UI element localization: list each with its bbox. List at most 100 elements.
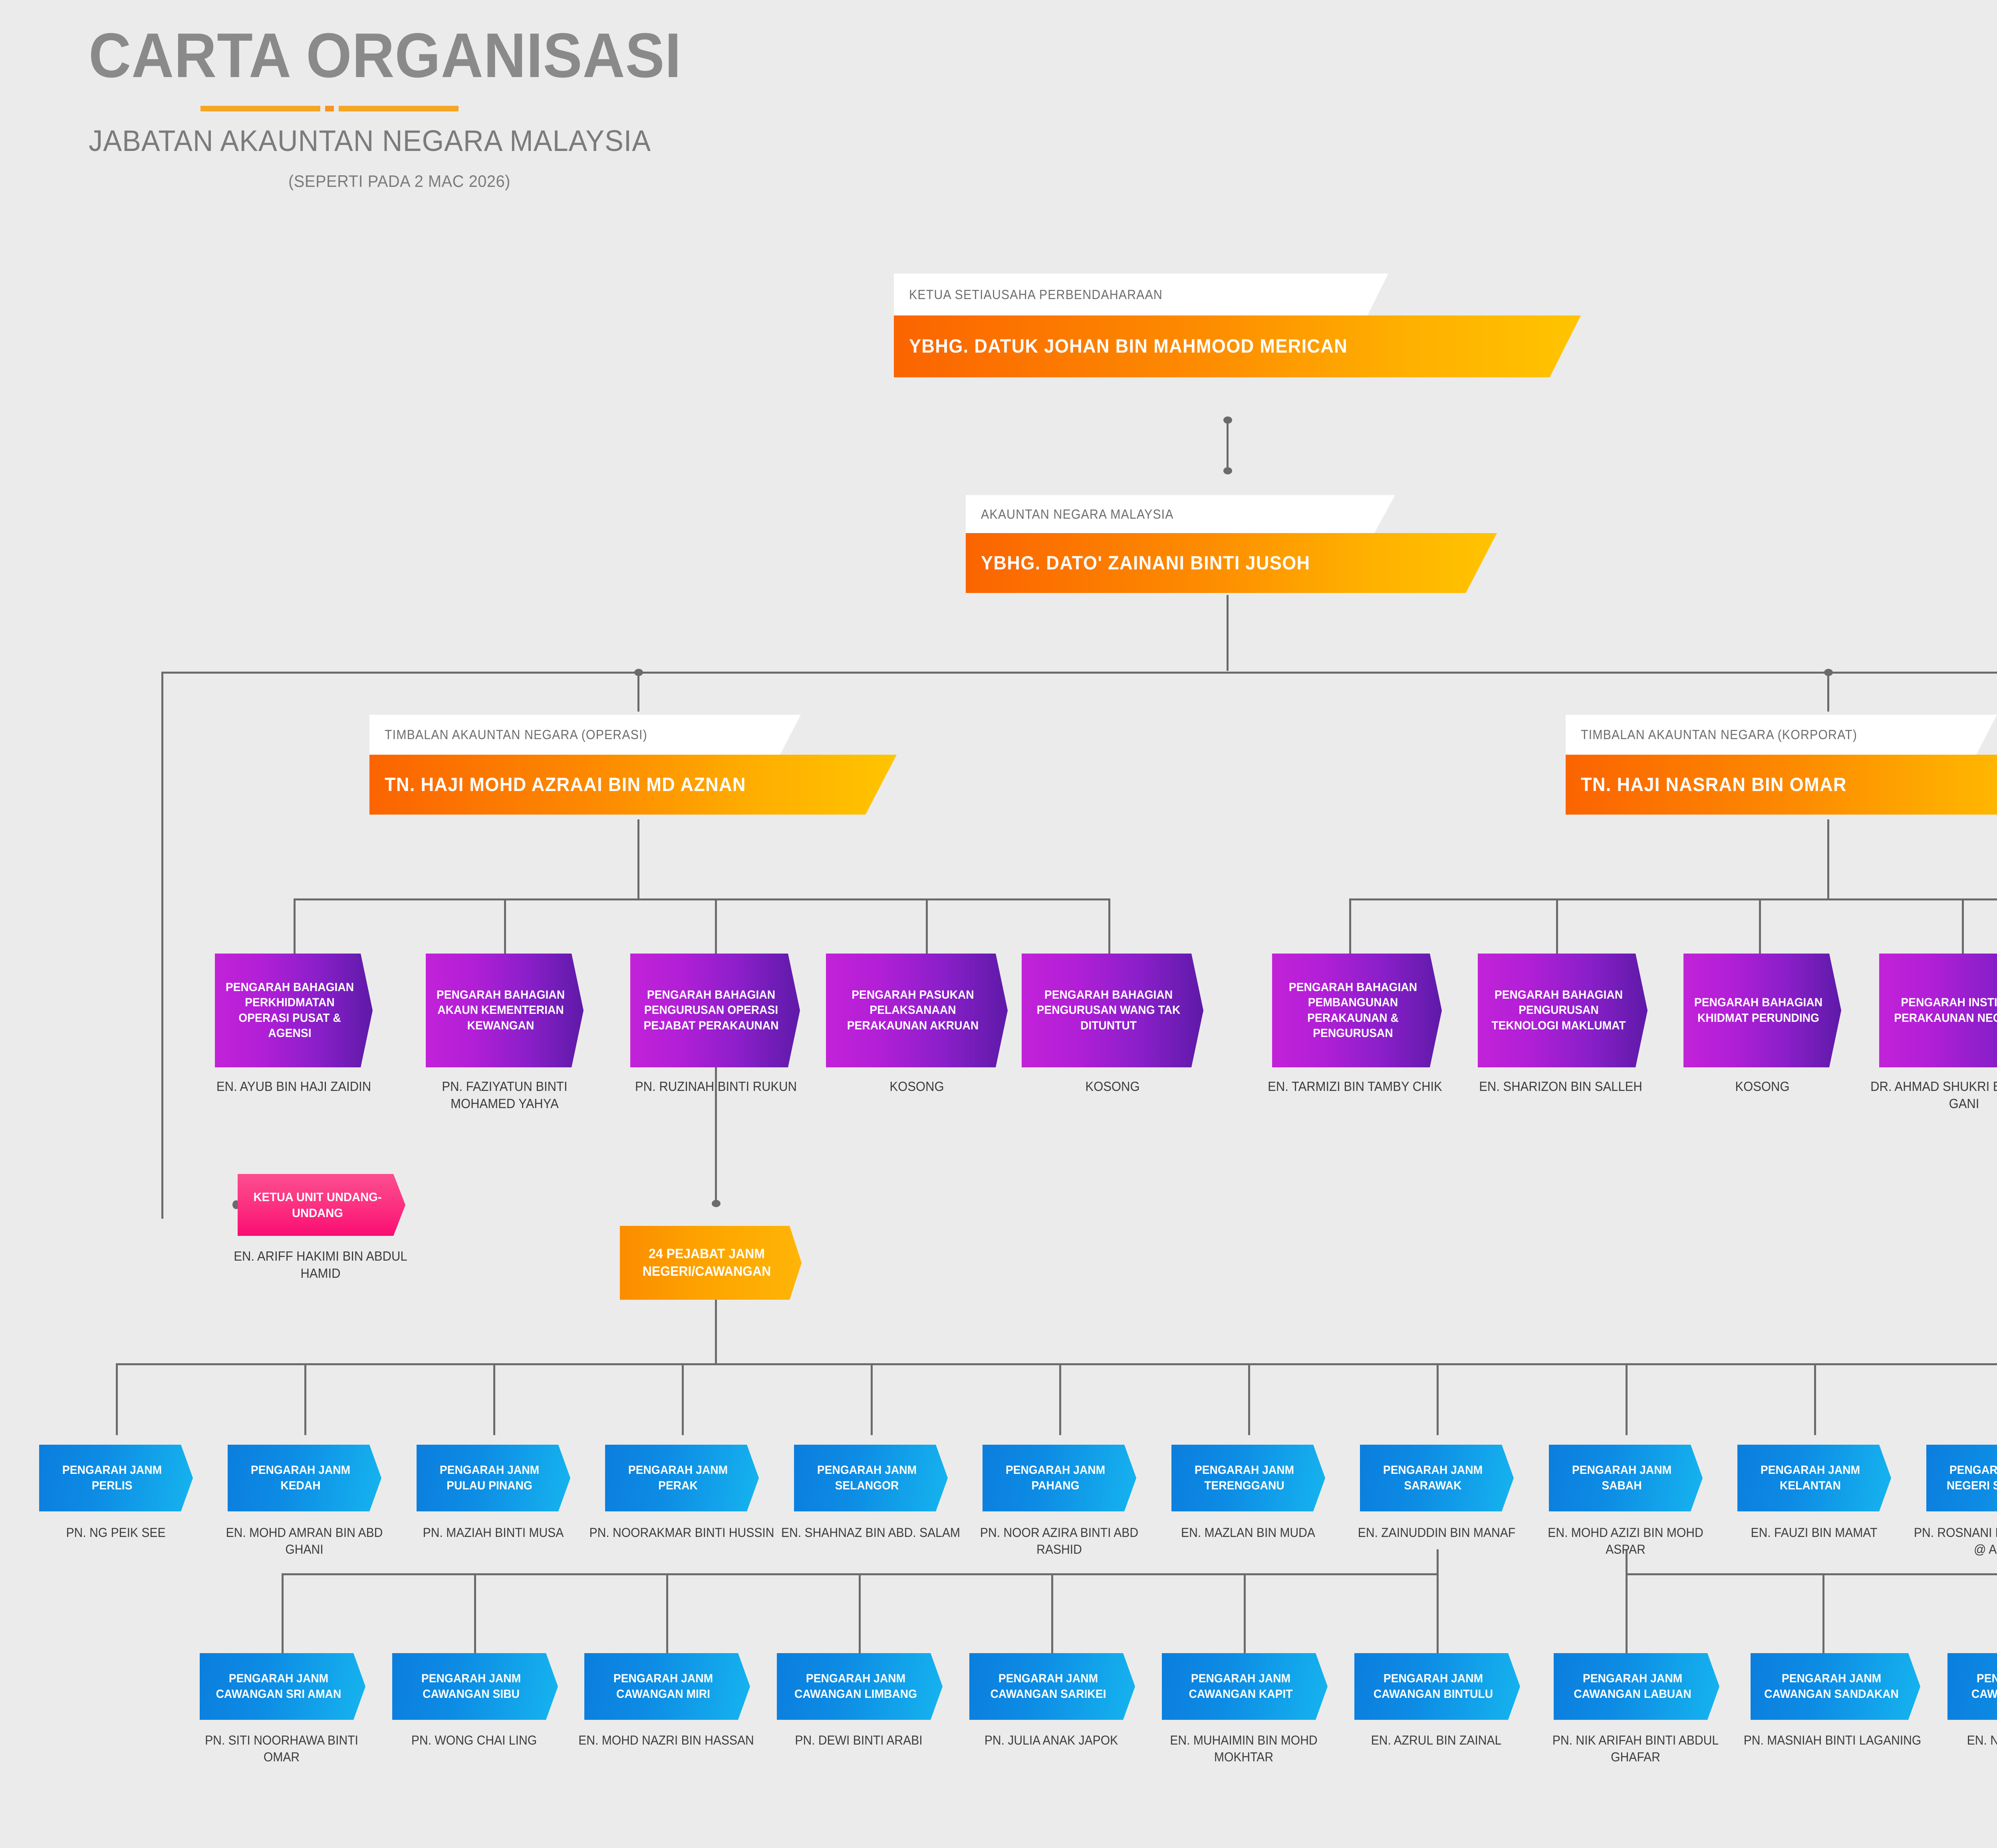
- unit-undang-undang[interactable]: KETUA UNIT UNDANG-UNDANG: [238, 1174, 405, 1236]
- branch-office-limbang-holder: PN. DEWI BINTI ARABI: [795, 1733, 923, 1747]
- connector-line: [1248, 1363, 1250, 1435]
- title-rule-divider: [200, 106, 459, 111]
- connector-line: [1759, 898, 1761, 954]
- branch-office-sarikei-holder: PN. JULIA ANAK JAPOK: [984, 1733, 1118, 1747]
- connector-dot: [634, 669, 643, 676]
- connector-dot: [1223, 467, 1232, 474]
- exec-card-tan-operasi[interactable]: TIMBALAN AKAUNTAN NEGARA (OPERASI) TN. H…: [369, 715, 897, 815]
- state-office-pahang-holder: PN. NOOR AZIRA BINTI ABD RASHID: [980, 1525, 1139, 1557]
- division-korporat-4[interactable]: PENGARAH INSTITUT PERAKAUNAN NEGARA: [1879, 954, 1997, 1067]
- office-title: PENGARAH JANM SARAWAK: [1383, 1463, 1483, 1492]
- connector-line: [1626, 1573, 1628, 1653]
- exec-position-label: KETUA SETIAUSAHA PERBENDAHARAAN: [909, 287, 1163, 302]
- exec-position-tab: TIMBALAN AKAUNTAN NEGARA (KORPORAT): [1566, 715, 1997, 755]
- exec-name-band: TN. HAJI NASRAN BIN OMAR: [1566, 755, 1997, 815]
- division-operasi-2[interactable]: PENGARAH BAHAGIAN AKAUN KEMENTERIAN KEWA…: [426, 954, 584, 1067]
- exec-card-tan-korporat[interactable]: TIMBALAN AKAUNTAN NEGARA (KORPORAT) TN. …: [1566, 715, 1997, 815]
- offices-node-title: 24 PEJABAT JANM NEGERI/CAWANGAN: [642, 1246, 771, 1279]
- office-title: PENGARAH JANM PERAK: [628, 1463, 728, 1492]
- exec-card-anm[interactable]: AKAUNTAN NEGARA MALAYSIA YBHG. DATO' ZAI…: [966, 495, 1497, 593]
- connector-line: [871, 1363, 873, 1435]
- state-office-sarawak-holder: EN. ZAINUDDIN BIN MANAF: [1358, 1525, 1516, 1540]
- connector-line: [1227, 595, 1229, 671]
- office-title: PENGARAH JANM NEGERI SEMBILAN: [1946, 1463, 1997, 1492]
- branch-office-sarikei[interactable]: PENGARAH JANM CAWANGAN SARIKEI: [969, 1653, 1135, 1720]
- division-operasi-5[interactable]: PENGARAH BAHAGIAN PENGURUSAN WANG TAK DI…: [1022, 954, 1203, 1067]
- rule-segment-left: [200, 106, 320, 111]
- division-korporat-3[interactable]: PENGARAH BAHAGIAN KHIDMAT PERUNDING: [1683, 954, 1841, 1067]
- division-operasi-3[interactable]: PENGARAH BAHAGIAN PENGURUSAN OPERASI PEJ…: [630, 954, 800, 1067]
- state-office-selangor[interactable]: PENGARAH JANM SELANGOR: [794, 1445, 948, 1511]
- exec-position-tab: TIMBALAN AKAUNTAN NEGARA (OPERASI): [369, 715, 801, 755]
- division-operasi-2-holder: PN. FAZIYATUN BINTI MOHAMED YAHYA: [442, 1079, 568, 1111]
- connector-line: [682, 1363, 684, 1435]
- branch-office-labuan[interactable]: PENGARAH JANM CAWANGAN LABUAN: [1554, 1653, 1719, 1720]
- office-title: PENGARAH JANM CAWANGAN SIBU: [421, 1672, 521, 1701]
- unit-undang-undang-holder: EN. ARIFF HAKIMI BIN ABDUL HAMID: [234, 1249, 407, 1281]
- branch-office-sandakan-holder: PN. MASNIAH BINTI LAGANING: [1743, 1733, 1922, 1747]
- connector-line: [1108, 898, 1110, 954]
- state-office-sabah[interactable]: PENGARAH JANM SABAH: [1549, 1445, 1703, 1511]
- division-operasi-5-holder: KOSONG: [1085, 1079, 1140, 1094]
- state-office-pahang[interactable]: PENGARAH JANM PAHANG: [983, 1445, 1136, 1511]
- connector-line: [282, 1573, 284, 1653]
- branch-office-kapit[interactable]: PENGARAH JANM CAWANGAN KAPIT: [1162, 1653, 1328, 1720]
- division-operasi-4[interactable]: PENGARAH PASUKAN PELAKSANAAN PERAKAUNAN …: [826, 954, 1008, 1067]
- division-title: PENGARAH PASUKAN PELAKSANAAN PERAKAUNAN …: [847, 988, 979, 1032]
- branch-office-sri-aman[interactable]: PENGARAH JANM CAWANGAN SRI AMAN: [200, 1653, 365, 1720]
- division-title: PENGARAH BAHAGIAN PENGURUSAN WANG TAK DI…: [1036, 988, 1181, 1032]
- connector-line: [715, 1295, 717, 1365]
- exec-card-ksp[interactable]: KETUA SETIAUSAHA PERBENDAHARAAN YBHG. DA…: [894, 274, 1581, 377]
- office-title: PENGARAH JANM CAWANGAN KAPIT: [1189, 1672, 1293, 1701]
- branch-office-sandakan[interactable]: PENGARAH JANM CAWANGAN SANDAKAN: [1751, 1653, 1920, 1720]
- state-office-kedah[interactable]: PENGARAH JANM KEDAH: [228, 1445, 381, 1511]
- connector-line: [1437, 1573, 1439, 1653]
- branch-office-bintulu[interactable]: PENGARAH JANM CAWANGAN BINTULU: [1354, 1653, 1520, 1720]
- connector-line: [859, 1573, 861, 1653]
- state-office-perlis[interactable]: PENGARAH JANM PERLIS: [39, 1445, 193, 1511]
- division-korporat-1[interactable]: PENGARAH BAHAGIAN PEMBANGUNAN PERAKAUNAN…: [1272, 954, 1442, 1067]
- connector-dot: [712, 1200, 721, 1207]
- exec-name-label: TN. HAJI NASRAN BIN OMAR: [1581, 774, 1847, 795]
- division-title: PENGARAH INSTITUT PERAKAUNAN NEGARA: [1894, 996, 1997, 1025]
- state-office-sarawak[interactable]: PENGARAH JANM SARAWAK: [1360, 1445, 1514, 1511]
- connector-line: [1244, 1573, 1246, 1653]
- office-title: PENGARAH JANM KEDAH: [250, 1463, 351, 1492]
- connector-line: [715, 1067, 717, 1203]
- branch-office-tawau[interactable]: PENGARAH JANM CAWANGAN TAWAU: [1947, 1653, 1997, 1720]
- connector-line: [161, 672, 1997, 674]
- branch-office-miri[interactable]: PENGARAH JANM CAWANGAN MIRI: [584, 1653, 750, 1720]
- division-operasi-1[interactable]: PENGARAH BAHAGIAN PERKHIDMATAN OPERASI P…: [215, 954, 373, 1067]
- state-office-selangor-holder: EN. SHAHNAZ BIN ABD. SALAM: [781, 1525, 960, 1540]
- offices-node[interactable]: 24 PEJABAT JANM NEGERI/CAWANGAN: [620, 1226, 802, 1300]
- state-office-pulau-pinang-holder: PN. MAZIAH BINTI MUSA: [423, 1525, 564, 1540]
- connector-line: [504, 898, 506, 954]
- connector-line: [1556, 898, 1558, 954]
- connector-line: [926, 898, 928, 954]
- connector-line: [1626, 1573, 1997, 1575]
- division-korporat-1-holder: EN. TARMIZI BIN TAMBY CHIK: [1268, 1079, 1442, 1094]
- division-title: PENGARAH BAHAGIAN PENGURUSAN OPERASI PEJ…: [643, 988, 779, 1032]
- branch-office-sibu[interactable]: PENGARAH JANM CAWANGAN SIBU: [392, 1653, 558, 1720]
- connector-line: [666, 1573, 668, 1653]
- exec-position-tab: AKAUNTAN NEGARA MALAYSIA: [966, 495, 1395, 533]
- division-korporat-3-holder: KOSONG: [1735, 1079, 1790, 1094]
- state-office-kelantan[interactable]: PENGARAH JANM KELANTAN: [1737, 1445, 1891, 1511]
- page-date-note: (SEPERTI PADA 2 MAC 2026): [288, 172, 510, 190]
- connector-line: [1349, 898, 1997, 900]
- division-operasi-3-holder: PN. RUZINAH BINTI RUKUN: [635, 1079, 797, 1094]
- branch-office-limbang[interactable]: PENGARAH JANM CAWANGAN LIMBANG: [777, 1653, 943, 1720]
- division-korporat-2[interactable]: PENGARAH BAHAGIAN PENGURUSAN TEKNOLOGI M…: [1478, 954, 1648, 1067]
- division-korporat-2-holder: EN. SHARIZON BIN SALLEH: [1479, 1079, 1642, 1094]
- state-office-terengganu[interactable]: PENGARAH JANM TERENGGANU: [1171, 1445, 1325, 1511]
- unit-title: KETUA UNIT UNDANG-UNDANG: [253, 1190, 382, 1220]
- office-title: PENGARAH JANM PULAU PINANG: [439, 1463, 540, 1492]
- office-title: PENGARAH JANM PAHANG: [1005, 1463, 1106, 1492]
- exec-position-label: AKAUNTAN NEGARA MALAYSIA: [981, 506, 1174, 521]
- state-office-negeri-sembilan[interactable]: PENGARAH JANM NEGERI SEMBILAN: [1926, 1445, 1997, 1511]
- state-office-terengganu-holder: EN. MAZLAN BIN MUDA: [1181, 1525, 1315, 1540]
- state-office-pulau-pinang[interactable]: PENGARAH JANM PULAU PINANG: [417, 1445, 570, 1511]
- office-title: PENGARAH JANM TERENGGANU: [1194, 1463, 1294, 1492]
- connector-line: [637, 672, 639, 712]
- state-office-perak[interactable]: PENGARAH JANM PERAK: [605, 1445, 759, 1511]
